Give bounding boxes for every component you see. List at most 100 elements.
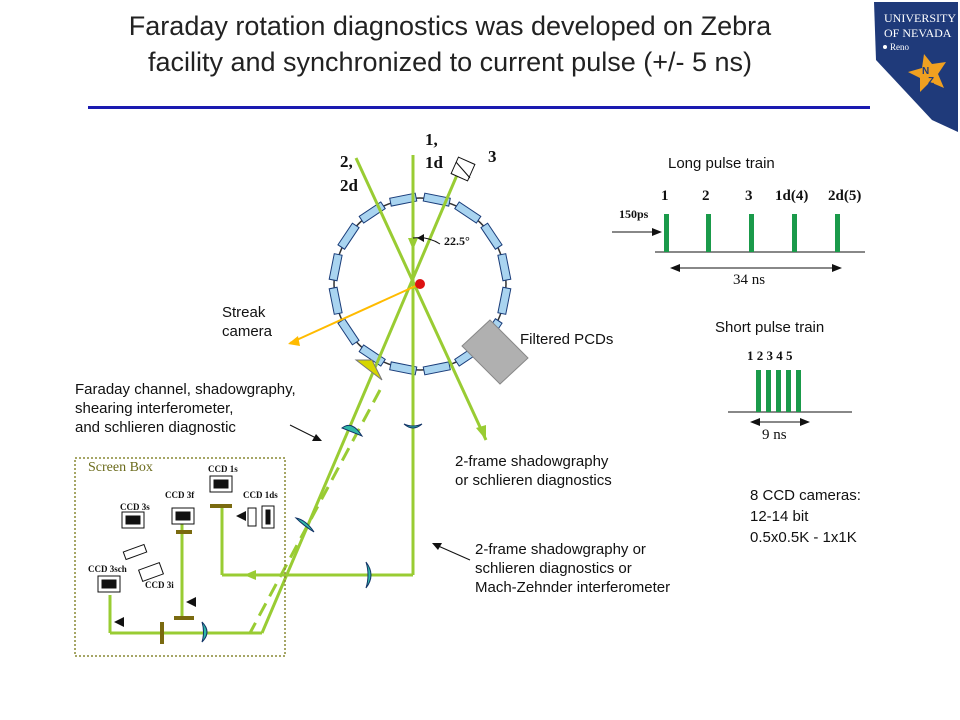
ccd-3s-splitter	[122, 543, 148, 561]
faraday-label-3: and schlieren diagnostic	[75, 419, 236, 436]
short-pulses	[756, 370, 801, 412]
lens-return	[365, 561, 372, 589]
pcd-housing	[461, 319, 529, 385]
beam-label-3: 3	[488, 147, 497, 166]
long-pulse-label-2: 2	[702, 188, 710, 204]
ccd-info-line-1: 8 CCD cameras:	[750, 487, 861, 504]
ccd-cameras	[97, 475, 275, 593]
ccd-3f-label: CCD 3f	[165, 490, 195, 500]
long-pulse-2	[706, 214, 711, 252]
long-pulse-3	[749, 214, 754, 252]
chamber-ring	[333, 197, 507, 371]
pointer-twoframe	[435, 544, 471, 561]
beam-label-2: 2,	[340, 152, 353, 171]
short-pulse-1	[756, 370, 761, 412]
streak-arrow	[288, 336, 300, 346]
beam-paths	[108, 155, 488, 635]
beam-splitters	[160, 504, 232, 644]
long-pulse-label-1d: 1d(4)	[775, 188, 809, 204]
chamber-port	[497, 286, 512, 315]
short-span-arrow-right	[800, 418, 810, 426]
chamber-port	[497, 253, 512, 282]
long-pulses	[664, 214, 840, 252]
beam-label-1d: 1d	[425, 153, 443, 172]
university-logo: UNIVERSITY OF NEVADA Reno N Z	[874, 2, 958, 132]
long-pulse-1d	[792, 214, 797, 252]
long-pulse-span-label: 34 ns	[733, 272, 766, 288]
faraday-label-1: Faraday channel, shadowgraphy,	[75, 381, 296, 398]
long-span-arrow-right	[832, 264, 842, 272]
lens-bottom	[201, 621, 208, 643]
ccd-1ds-label: CCD 1ds	[243, 490, 278, 500]
title-rule	[88, 106, 870, 109]
twoframe2-line-3: Mach-Zehnder interferometer	[475, 579, 671, 596]
load-center	[415, 279, 425, 289]
chamber-port	[422, 361, 451, 376]
twoframe1-line-2: or schlieren diagnostics	[455, 472, 612, 489]
angle-label: 22.5°	[444, 234, 470, 248]
long-width-arrow	[652, 228, 662, 236]
beam-arrow-return	[244, 570, 256, 580]
short-pulse-5	[796, 370, 801, 412]
beam-2d	[354, 157, 488, 441]
logo-dot	[883, 45, 887, 49]
ccd-3sch-label: CCD 3sch	[88, 564, 127, 574]
chamber-port	[389, 361, 418, 376]
short-pulse-4	[786, 370, 791, 412]
ccd-1s-core	[213, 479, 229, 489]
ccd-3s-core	[125, 515, 141, 525]
beam-label-1: 1,	[425, 130, 438, 149]
long-pulse-label-2d: 2d(5)	[828, 188, 862, 204]
splitter-3f	[174, 616, 194, 620]
long-span-arrow-left	[670, 264, 680, 272]
chamber-port	[454, 201, 482, 224]
arrow-1ds	[236, 511, 246, 521]
ccd-3sch-core	[101, 579, 117, 589]
screen-box-title: Screen Box	[88, 460, 153, 475]
lens-faraday	[341, 424, 364, 438]
chamber-port	[328, 286, 343, 315]
logo-text-university: UNIVERSITY	[884, 11, 956, 25]
logo-text-nevada: OF NEVADA	[884, 26, 952, 40]
chamber-port	[337, 318, 360, 346]
arrow-3sch	[114, 617, 124, 627]
pointer-twoframe-head	[432, 543, 442, 550]
ccd-1s-label: CCD 1s	[208, 464, 238, 474]
long-pulse-train	[612, 214, 865, 272]
filtered-pcds-label: Filtered PCDs	[520, 331, 614, 348]
short-pulse-train	[728, 370, 852, 426]
streak-ray	[289, 283, 421, 344]
short-pulse-span-label: 9 ns	[762, 427, 787, 443]
beam-3	[260, 167, 462, 634]
angle-arc	[412, 237, 441, 245]
lens-beam1	[403, 423, 423, 429]
short-pulse-2	[766, 370, 771, 412]
arrow-3i	[186, 597, 196, 607]
chamber-port	[337, 222, 360, 250]
streak-label-2: camera	[222, 323, 273, 340]
ccd-3f-core	[175, 511, 191, 521]
angle-arrow	[417, 234, 424, 242]
ccd-info-line-2: 12-14 bit	[750, 508, 809, 525]
title-line-1: Faraday rotation diagnostics was develop…	[128, 11, 772, 41]
long-pulse-1	[664, 214, 669, 252]
splitter-1s	[210, 504, 232, 508]
pointer-faraday-head	[312, 434, 322, 441]
title-line-2: facility and synchronized to current pul…	[147, 47, 753, 77]
ccd-arrows	[114, 511, 246, 627]
ccd-1ds-core	[265, 509, 271, 525]
ccd-3i-body	[137, 561, 165, 583]
twoframe2-line-1: 2-frame shadowgraphy or	[475, 541, 646, 558]
logo-text-reno: Reno	[890, 42, 909, 52]
twoframe2-line-2: schlieren diagnostics or	[475, 560, 632, 577]
long-pulse-label-1: 1	[661, 188, 669, 204]
chamber-port	[480, 222, 503, 250]
chamber-port	[389, 192, 418, 207]
logo-z: Z	[928, 76, 934, 87]
beam-label-2d: 2d	[340, 176, 358, 195]
faraday-label-2: shearing interferometer,	[75, 400, 234, 417]
splitter-bottom	[160, 622, 164, 644]
short-span-arrow-left	[750, 418, 760, 426]
short-pulse-3	[776, 370, 781, 412]
short-pulse-labels: 1 2 3 4 5	[747, 348, 793, 363]
